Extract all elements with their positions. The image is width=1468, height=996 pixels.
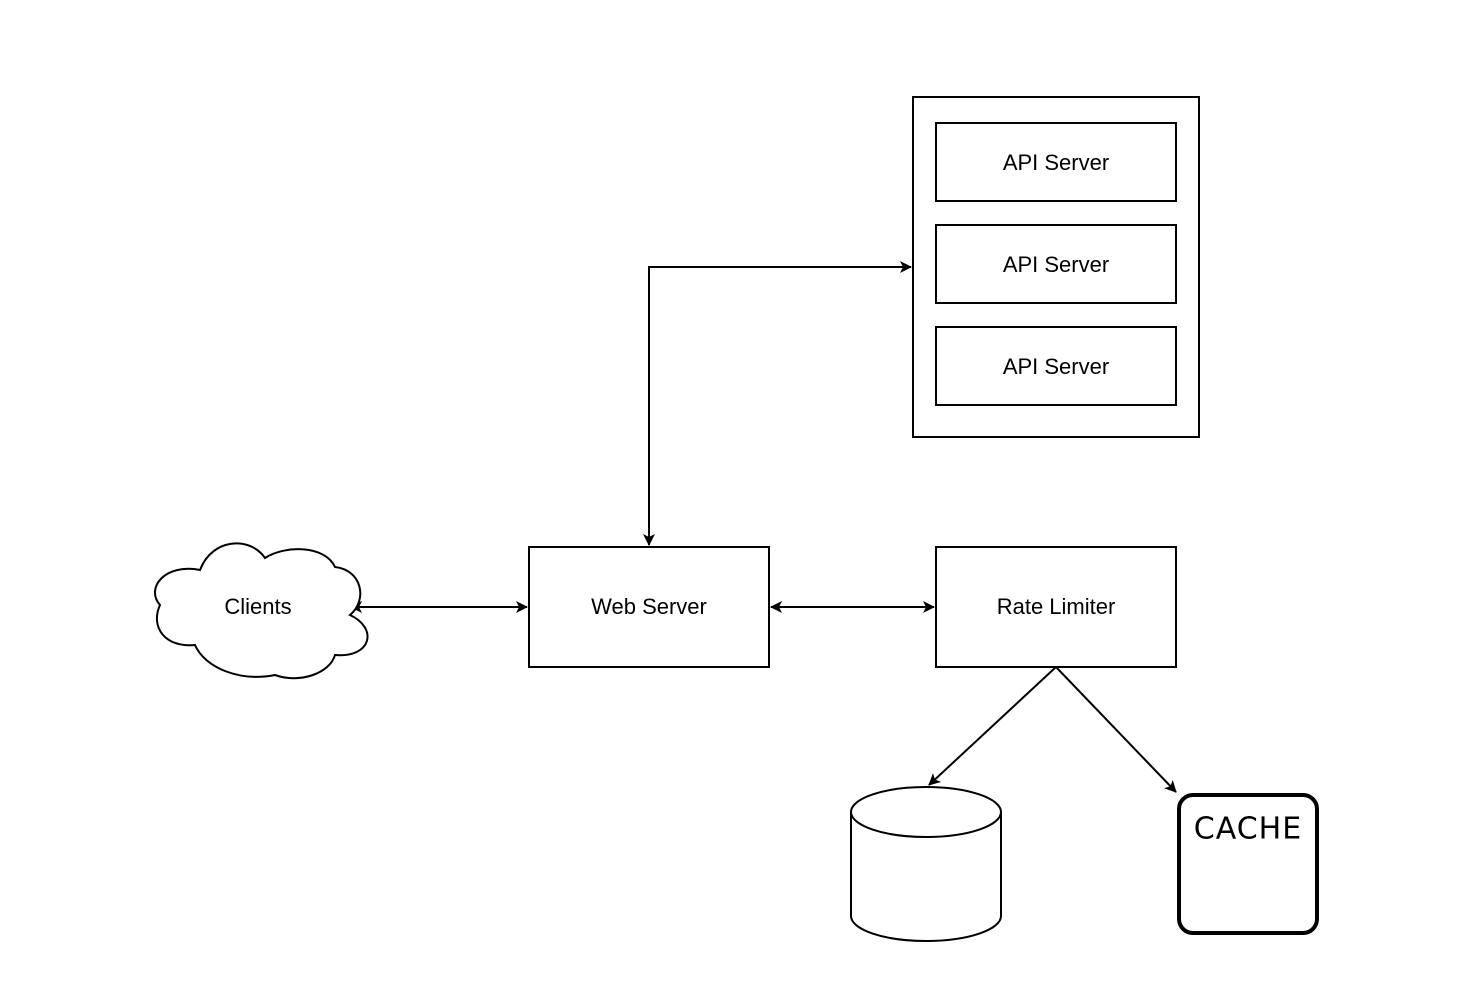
database-node[interactable] bbox=[850, 786, 1002, 942]
web-server-node[interactable]: Web Server bbox=[528, 546, 770, 668]
edge-rate-limiter-cache bbox=[1055, 666, 1177, 793]
api-server-node[interactable]: API Server bbox=[935, 326, 1177, 406]
api-server-node[interactable]: API Server bbox=[935, 122, 1177, 202]
edges bbox=[350, 261, 1177, 793]
web-server-label: Web Server bbox=[591, 594, 707, 619]
clients-node[interactable]: Clients bbox=[154, 542, 369, 680]
api-server-node[interactable]: API Server bbox=[935, 224, 1177, 304]
api-server-label: API Server bbox=[1003, 354, 1109, 379]
api-server-box bbox=[935, 224, 1177, 304]
web-server-box bbox=[528, 546, 770, 668]
edge-rate-limiter-database bbox=[928, 666, 1057, 786]
api-server-box bbox=[935, 122, 1177, 202]
api-cluster[interactable]: API Server API Server API Server bbox=[912, 96, 1200, 438]
edge-web-server-api-cluster bbox=[643, 261, 912, 546]
database-top-rim bbox=[850, 811, 1002, 838]
database-icon bbox=[850, 786, 1002, 942]
cache-node[interactable]: CACHE bbox=[1177, 793, 1319, 935]
api-server-box bbox=[935, 326, 1177, 406]
cloud-icon bbox=[154, 542, 369, 680]
cache-label: CACHE bbox=[1194, 812, 1302, 847]
rate-limiter-node[interactable]: Rate Limiter bbox=[935, 546, 1177, 668]
api-server-label: API Server bbox=[1003, 150, 1109, 175]
cache-box bbox=[1177, 793, 1319, 935]
api-server-label: API Server bbox=[1003, 252, 1109, 277]
clients-label: Clients bbox=[224, 594, 291, 619]
rate-limiter-label: Rate Limiter bbox=[997, 594, 1116, 619]
rate-limiter-box bbox=[935, 546, 1177, 668]
